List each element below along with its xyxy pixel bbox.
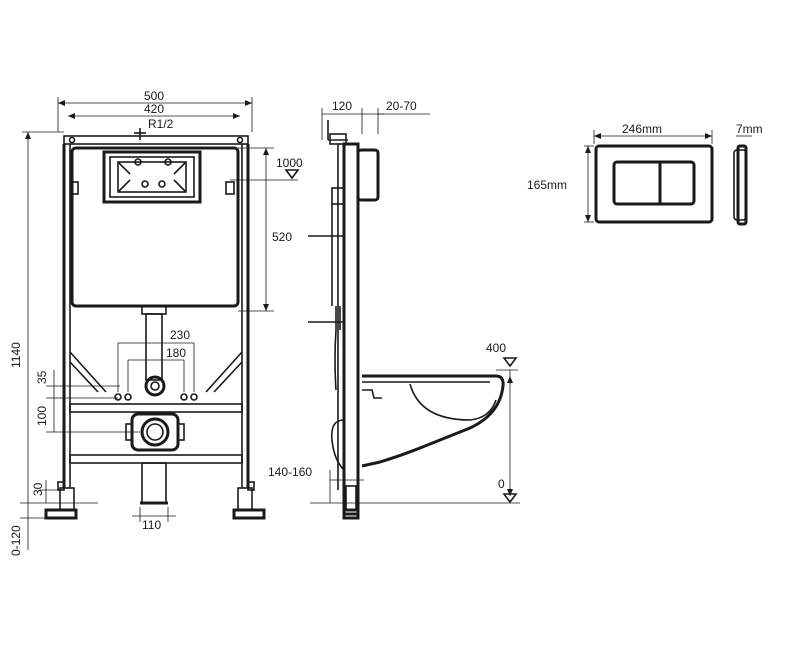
- dim-depth-wall: 20-70: [386, 99, 417, 113]
- dim-tank-height: 520: [272, 230, 292, 244]
- dim-support-offset: 140-160: [268, 465, 312, 479]
- dim-bowl-height: 400: [486, 341, 506, 355]
- dim-foot-adjust: 0-120: [9, 525, 23, 556]
- dim-outlet-height: 100: [35, 406, 49, 426]
- dim-inlet-offset: 35: [35, 370, 49, 384]
- flush-plate: [594, 144, 714, 224]
- dim-floor-level: 0: [498, 477, 505, 491]
- flush-plate-view: 246mm 165mm 7mm: [527, 122, 763, 226]
- dim-height-total: 1140: [9, 342, 23, 368]
- dim-bolt-inner: 180: [166, 346, 186, 360]
- dim-outlet-width: 110: [142, 518, 161, 532]
- dim-plate-width: 246mm: [622, 122, 662, 136]
- dim-width-outer: 500: [144, 89, 164, 103]
- dim-bolt-outer: 230: [170, 328, 190, 342]
- dim-foot-height: 30: [31, 482, 45, 496]
- dim-plate-height: 165mm: [527, 178, 567, 192]
- dim-depth-frame: 120: [332, 99, 352, 113]
- thread-label: R1/2: [148, 117, 174, 131]
- front-view: 500 420 R1/2: [9, 89, 303, 556]
- dim-plate-thickness: 7mm: [736, 122, 763, 136]
- dim-button-height: 1000: [276, 156, 303, 170]
- side-view: 120 20-70 140-160: [268, 99, 520, 520]
- dim-width-inner: 420: [144, 102, 164, 116]
